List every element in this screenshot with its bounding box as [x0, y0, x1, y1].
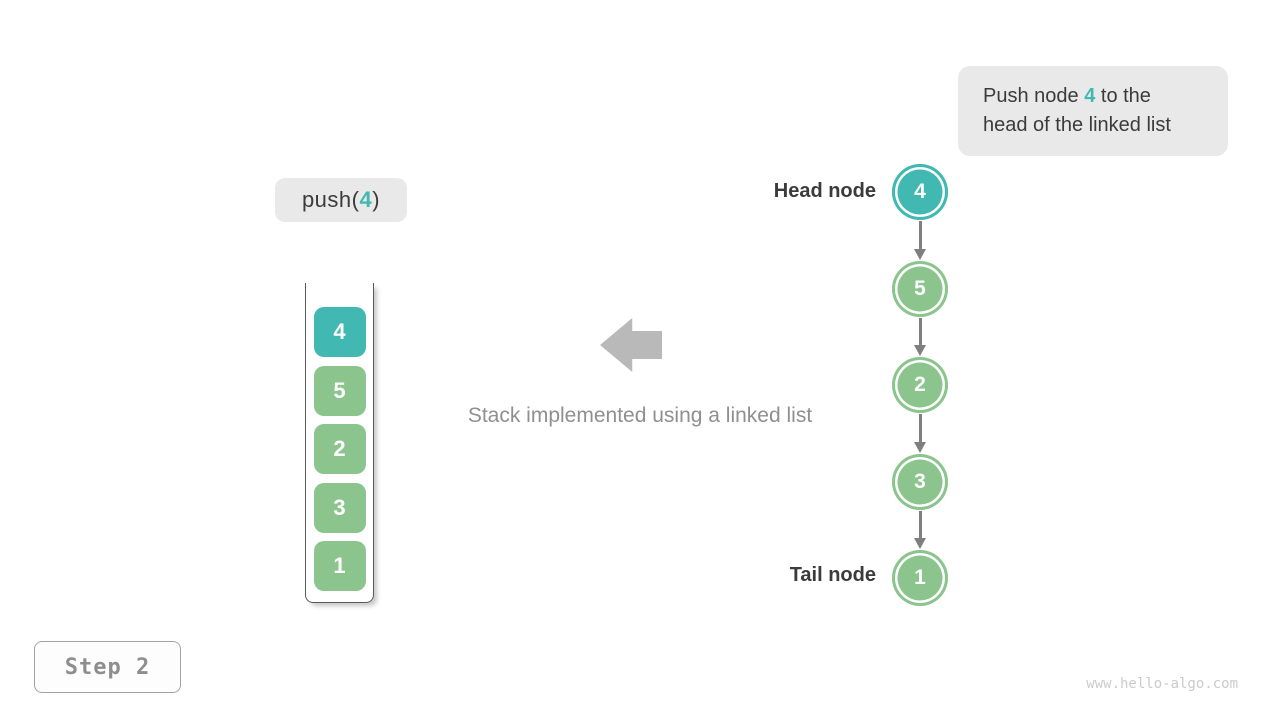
- push-call-arg: 4: [359, 187, 373, 212]
- push-call-box: push(4): [275, 178, 407, 222]
- stack-node-1: 1: [313, 541, 366, 591]
- arrow-down-icon: [914, 538, 926, 549]
- arrow-down-icon: [914, 248, 926, 260]
- head-node-label: Head node: [773, 180, 876, 202]
- arrow-down-line: [918, 510, 922, 539]
- arrow-down-line: [918, 414, 922, 442]
- callout-text: Push node: [983, 85, 1085, 107]
- list-node-4: 4: [892, 164, 948, 220]
- list-node-3: 3: [892, 453, 948, 510]
- list-node-1: 1: [892, 550, 948, 606]
- tail-node-label: Tail node: [789, 564, 876, 586]
- stack-container: 4 5 2 3 1: [305, 283, 374, 603]
- callout-text: to the: [1095, 85, 1151, 107]
- stack-node-5: 5: [313, 365, 366, 416]
- left-arrow-icon: [600, 318, 662, 372]
- list-node-5: 5: [892, 260, 948, 317]
- arrow-down-icon: [914, 345, 926, 356]
- arrow-down-line: [918, 317, 922, 346]
- callout-push-description: Push node 4 to the head of the linked li…: [958, 66, 1228, 156]
- stack-node-2: 2: [313, 424, 366, 474]
- push-call-text: ): [372, 187, 381, 212]
- callout-line-2: head of the linked list: [983, 114, 1171, 136]
- watermark-url: www.hello-algo.com: [1086, 676, 1238, 692]
- stack-node-3: 3: [313, 482, 366, 533]
- arrow-down-icon: [914, 441, 926, 453]
- stack-node-4: 4: [313, 307, 366, 357]
- callout-line-1: Push node 4 to the: [983, 82, 1228, 111]
- arrow-down-line: [918, 221, 922, 249]
- list-node-2: 2: [892, 357, 948, 413]
- step-badge: Step 2: [34, 641, 181, 693]
- push-call-text: push(: [301, 187, 360, 212]
- diagram-caption: Stack implemented using a linked list: [467, 404, 813, 427]
- callout-highlight-value: 4: [1084, 85, 1096, 107]
